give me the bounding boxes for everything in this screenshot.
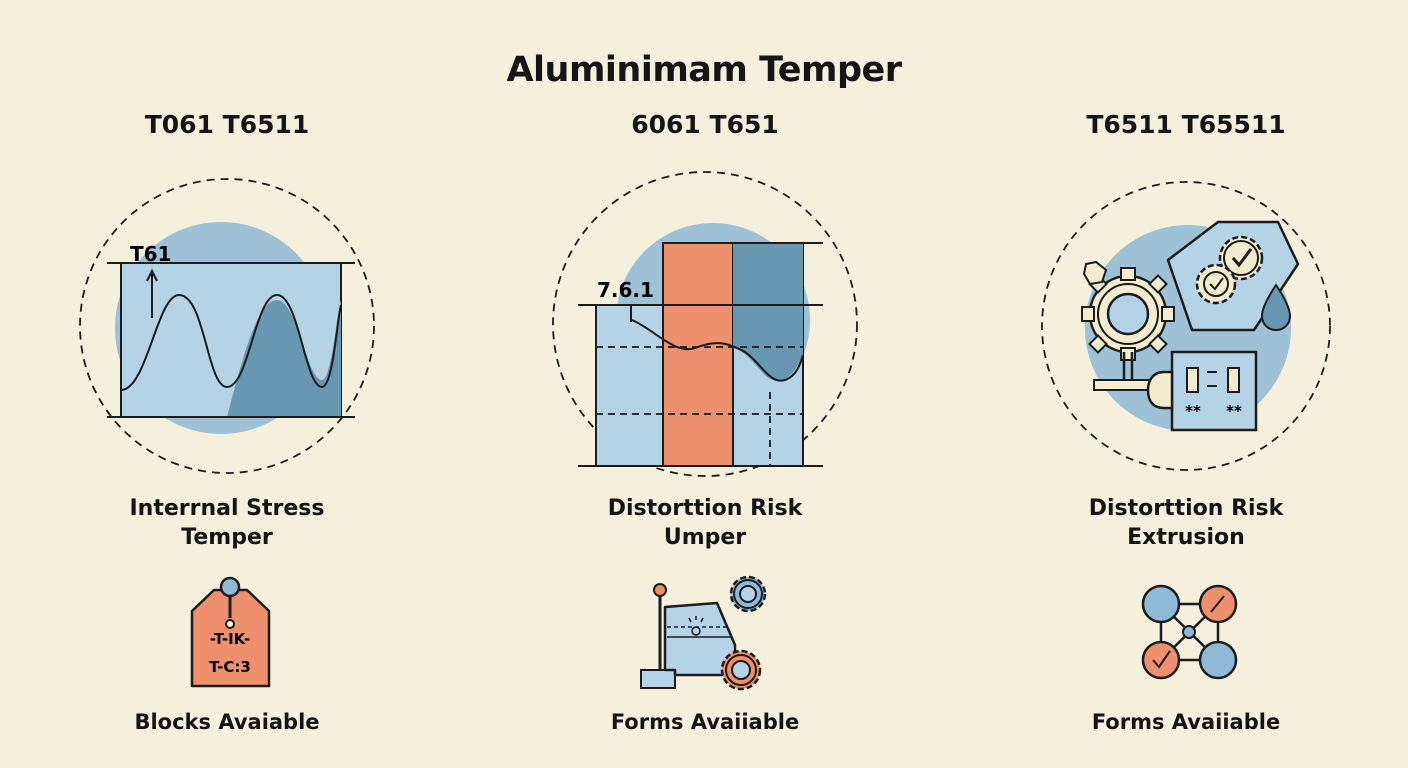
column-caption: Distorttion Risk Extrusion: [986, 494, 1386, 552]
column-caption: Distorttion Risk Umper: [505, 494, 905, 552]
page-title: Aluminimam Temper: [506, 50, 902, 90]
stress-wave-chart: T61: [79, 178, 375, 474]
tag-text-line-2: T-C:3: [209, 658, 251, 676]
network-nodes-icon: [1141, 584, 1238, 680]
column-footer: Forms Avaiiable: [1091, 710, 1281, 734]
column-t061-t6511: T061 T6511 T61 Interrnal Stress Temper -…: [27, 0, 427, 768]
extrusion-machinery-illustration: ** **: [1041, 181, 1331, 471]
column-6061-t651: 6061 T651 7.6.1 Distorttion Risk Umper: [505, 0, 905, 768]
gear-icon: [1195, 263, 1237, 305]
chart-label: 7.6.1: [597, 278, 654, 302]
gear-icon: [1081, 267, 1175, 361]
caption-line-2: Umper: [663, 525, 747, 550]
column-t6511-t65511: T6511 T65511: [986, 0, 1386, 768]
tag-text-line-1: -T-IK-: [210, 630, 250, 648]
column-heading: T061 T6511: [144, 110, 310, 139]
column-heading: 6061 T651: [631, 110, 779, 139]
caption-line-1: Distorttion Risk: [607, 496, 803, 521]
tag-icon: -T-IK- T-C:3: [190, 576, 271, 688]
chart-label: T61: [130, 242, 171, 266]
column-heading: T6511 T65511: [1086, 110, 1286, 139]
panel-marks-left: **: [1185, 402, 1201, 420]
gear-icon: [729, 575, 767, 613]
column-footer: Blocks Avaiable: [134, 710, 320, 734]
caption-line-2: Temper: [181, 525, 273, 550]
gear-icon: [720, 649, 762, 691]
forming-press-icon: [640, 575, 767, 691]
caption-line-1: Distorttion Risk: [1088, 496, 1284, 521]
column-footer: Forms Avaiiable: [610, 710, 800, 734]
caption-line-2: Extrusion: [1127, 525, 1245, 550]
distortion-bars-chart: 7.6.1: [552, 171, 858, 477]
caption-line-1: Interrnal Stress: [129, 496, 325, 521]
panel-marks-right: **: [1226, 402, 1242, 420]
column-caption: Interrnal Stress Temper: [27, 494, 427, 552]
gear-icon: [1218, 235, 1264, 281]
